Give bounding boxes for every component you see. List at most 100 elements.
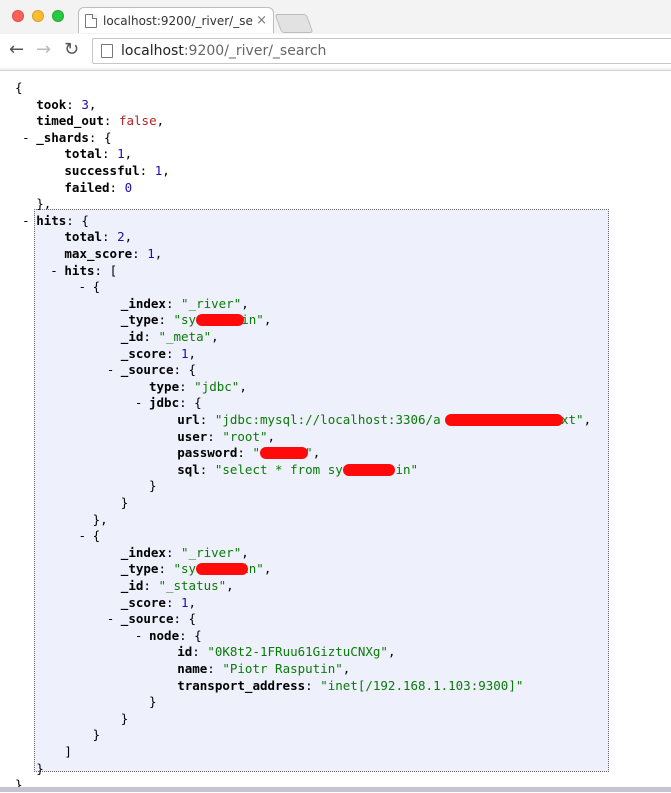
json-line: { bbox=[92, 279, 101, 295]
collapse-toggle[interactable]: - bbox=[134, 627, 143, 643]
json-line: type: "jdbc", bbox=[149, 378, 247, 394]
json-line: total: 2, bbox=[64, 229, 133, 245]
json-line: _source: { bbox=[120, 611, 197, 627]
json-key: took bbox=[36, 96, 67, 112]
collapse-toggle[interactable]: - bbox=[22, 129, 30, 145]
json-key: _type bbox=[120, 561, 159, 577]
json-key: total bbox=[64, 229, 103, 245]
json-line: } bbox=[120, 710, 129, 726]
json-line: user: "root", bbox=[177, 428, 276, 444]
json-line: _shards: { bbox=[36, 129, 112, 145]
json-line: _type: "sy in", bbox=[120, 561, 272, 577]
json-value: 3 bbox=[81, 96, 89, 112]
json-viewer: {took: 3,timed_out: false,-_shards: {tot… bbox=[0, 76, 671, 792]
json-line: } bbox=[36, 760, 44, 776]
json-value: 2 bbox=[117, 229, 125, 245]
json-line: } bbox=[15, 777, 23, 793]
json-line: ] bbox=[64, 744, 72, 759]
json-line: max_score: 1, bbox=[64, 246, 163, 261]
json-value: false bbox=[118, 113, 157, 129]
json-line: } bbox=[149, 478, 157, 494]
json-line: sql: "select * from sy in" bbox=[177, 461, 419, 477]
address-bar[interactable]: localhost:9200/_river/_search bbox=[92, 38, 671, 64]
window-controls bbox=[12, 10, 64, 22]
json-line: timed_out: false, bbox=[36, 113, 165, 129]
collapse-toggle[interactable]: - bbox=[106, 611, 115, 627]
json-line: url: "jdbc:mysql://localhost:3306/a xt", bbox=[177, 412, 592, 427]
json-value: "jdbc:mysql://localhost:3306/a xt" bbox=[214, 412, 584, 427]
page-icon bbox=[85, 13, 97, 28]
collapse-toggle[interactable]: - bbox=[134, 395, 143, 411]
json-line: } bbox=[92, 727, 101, 743]
json-key: _shards bbox=[36, 129, 89, 145]
redaction-mark bbox=[343, 463, 395, 476]
tab-close-icon[interactable]: × bbox=[256, 13, 267, 28]
json-key: _id bbox=[120, 578, 144, 593]
json-key: sql bbox=[177, 461, 200, 477]
json-key: _score bbox=[120, 594, 166, 610]
json-value: 1 bbox=[117, 146, 125, 162]
json-value: "0K8t2-1FRuu61GiztuCNXg" bbox=[207, 644, 388, 660]
json-key: jdbc bbox=[149, 395, 180, 411]
json-line: took: 3, bbox=[36, 96, 97, 112]
json-value: 1 bbox=[181, 594, 189, 610]
tab-title: localhost:9200/_river/_search bbox=[103, 13, 253, 28]
new-tab-button[interactable] bbox=[274, 14, 314, 33]
json-line: } bbox=[120, 495, 129, 510]
close-window-button[interactable] bbox=[12, 10, 24, 22]
json-line: { bbox=[92, 528, 101, 544]
json-line: } bbox=[149, 694, 157, 710]
json-line: hits: { bbox=[36, 212, 89, 228]
browser-toolbar: ← → ↻ localhost:9200/_river/_search bbox=[0, 34, 671, 68]
collapse-toggle[interactable]: - bbox=[78, 279, 87, 295]
json-key: _source bbox=[120, 611, 174, 627]
json-value: 1 bbox=[147, 246, 155, 261]
collapse-toggle[interactable]: - bbox=[78, 528, 87, 544]
redaction-mark bbox=[196, 314, 244, 327]
json-line: _score: 1, bbox=[120, 345, 197, 361]
back-arrow-icon[interactable]: ← bbox=[9, 39, 25, 60]
forward-arrow-icon[interactable]: → bbox=[36, 39, 52, 60]
json-key: node bbox=[149, 627, 180, 643]
redaction-mark bbox=[445, 414, 563, 426]
address-url[interactable]: localhost:9200/_river/_search bbox=[121, 43, 326, 59]
json-line: total: 1, bbox=[64, 146, 133, 162]
json-line: hits: [ bbox=[64, 262, 118, 278]
json-key: type bbox=[149, 378, 180, 394]
json-line: }, bbox=[36, 196, 52, 212]
json-line: _id: "_status", bbox=[120, 578, 234, 593]
browser-tab-active[interactable]: localhost:9200/_river/_search × bbox=[78, 7, 274, 33]
json-key: password bbox=[177, 445, 238, 461]
json-line: }, bbox=[92, 511, 108, 527]
json-key: name bbox=[177, 661, 208, 676]
json-line: successful: 1, bbox=[64, 163, 170, 178]
maximize-window-button[interactable] bbox=[52, 10, 64, 22]
collapse-toggle[interactable]: - bbox=[50, 262, 58, 278]
collapse-toggle[interactable]: - bbox=[22, 212, 30, 228]
page-icon bbox=[101, 44, 113, 58]
json-value: "_river" bbox=[181, 544, 242, 560]
json-key: _source bbox=[120, 362, 174, 378]
url-host: localhost bbox=[121, 43, 184, 59]
json-line: id: "0K8t2-1FRuu61GiztuCNXg", bbox=[177, 644, 396, 660]
json-value: "sy in" bbox=[173, 312, 264, 328]
json-line: failed: 0 bbox=[64, 179, 133, 195]
json-key: max_score bbox=[64, 246, 133, 261]
json-line: name: "Piotr Rasputin", bbox=[177, 661, 351, 676]
json-key: _type bbox=[120, 312, 159, 328]
json-line: transport_address: "inet[/192.168.1.103:… bbox=[177, 677, 524, 693]
json-value: "Piotr Rasputin" bbox=[222, 661, 343, 676]
json-value: 1 bbox=[154, 163, 163, 178]
reload-icon[interactable]: ↻ bbox=[64, 39, 80, 60]
json-key: successful bbox=[64, 163, 140, 178]
json-key: hits bbox=[64, 262, 95, 278]
json-line: _index: "_river", bbox=[120, 295, 249, 311]
collapse-toggle[interactable]: - bbox=[106, 362, 115, 378]
minimize-window-button[interactable] bbox=[32, 10, 44, 22]
json-value: "inet[/192.168.1.103:9300]" bbox=[320, 677, 524, 693]
json-line: _score: 1, bbox=[120, 594, 197, 610]
redaction-mark bbox=[260, 447, 308, 460]
json-line: _id: "_meta", bbox=[120, 329, 219, 344]
json-key: transport_address bbox=[177, 677, 306, 693]
json-key: total bbox=[64, 146, 103, 162]
